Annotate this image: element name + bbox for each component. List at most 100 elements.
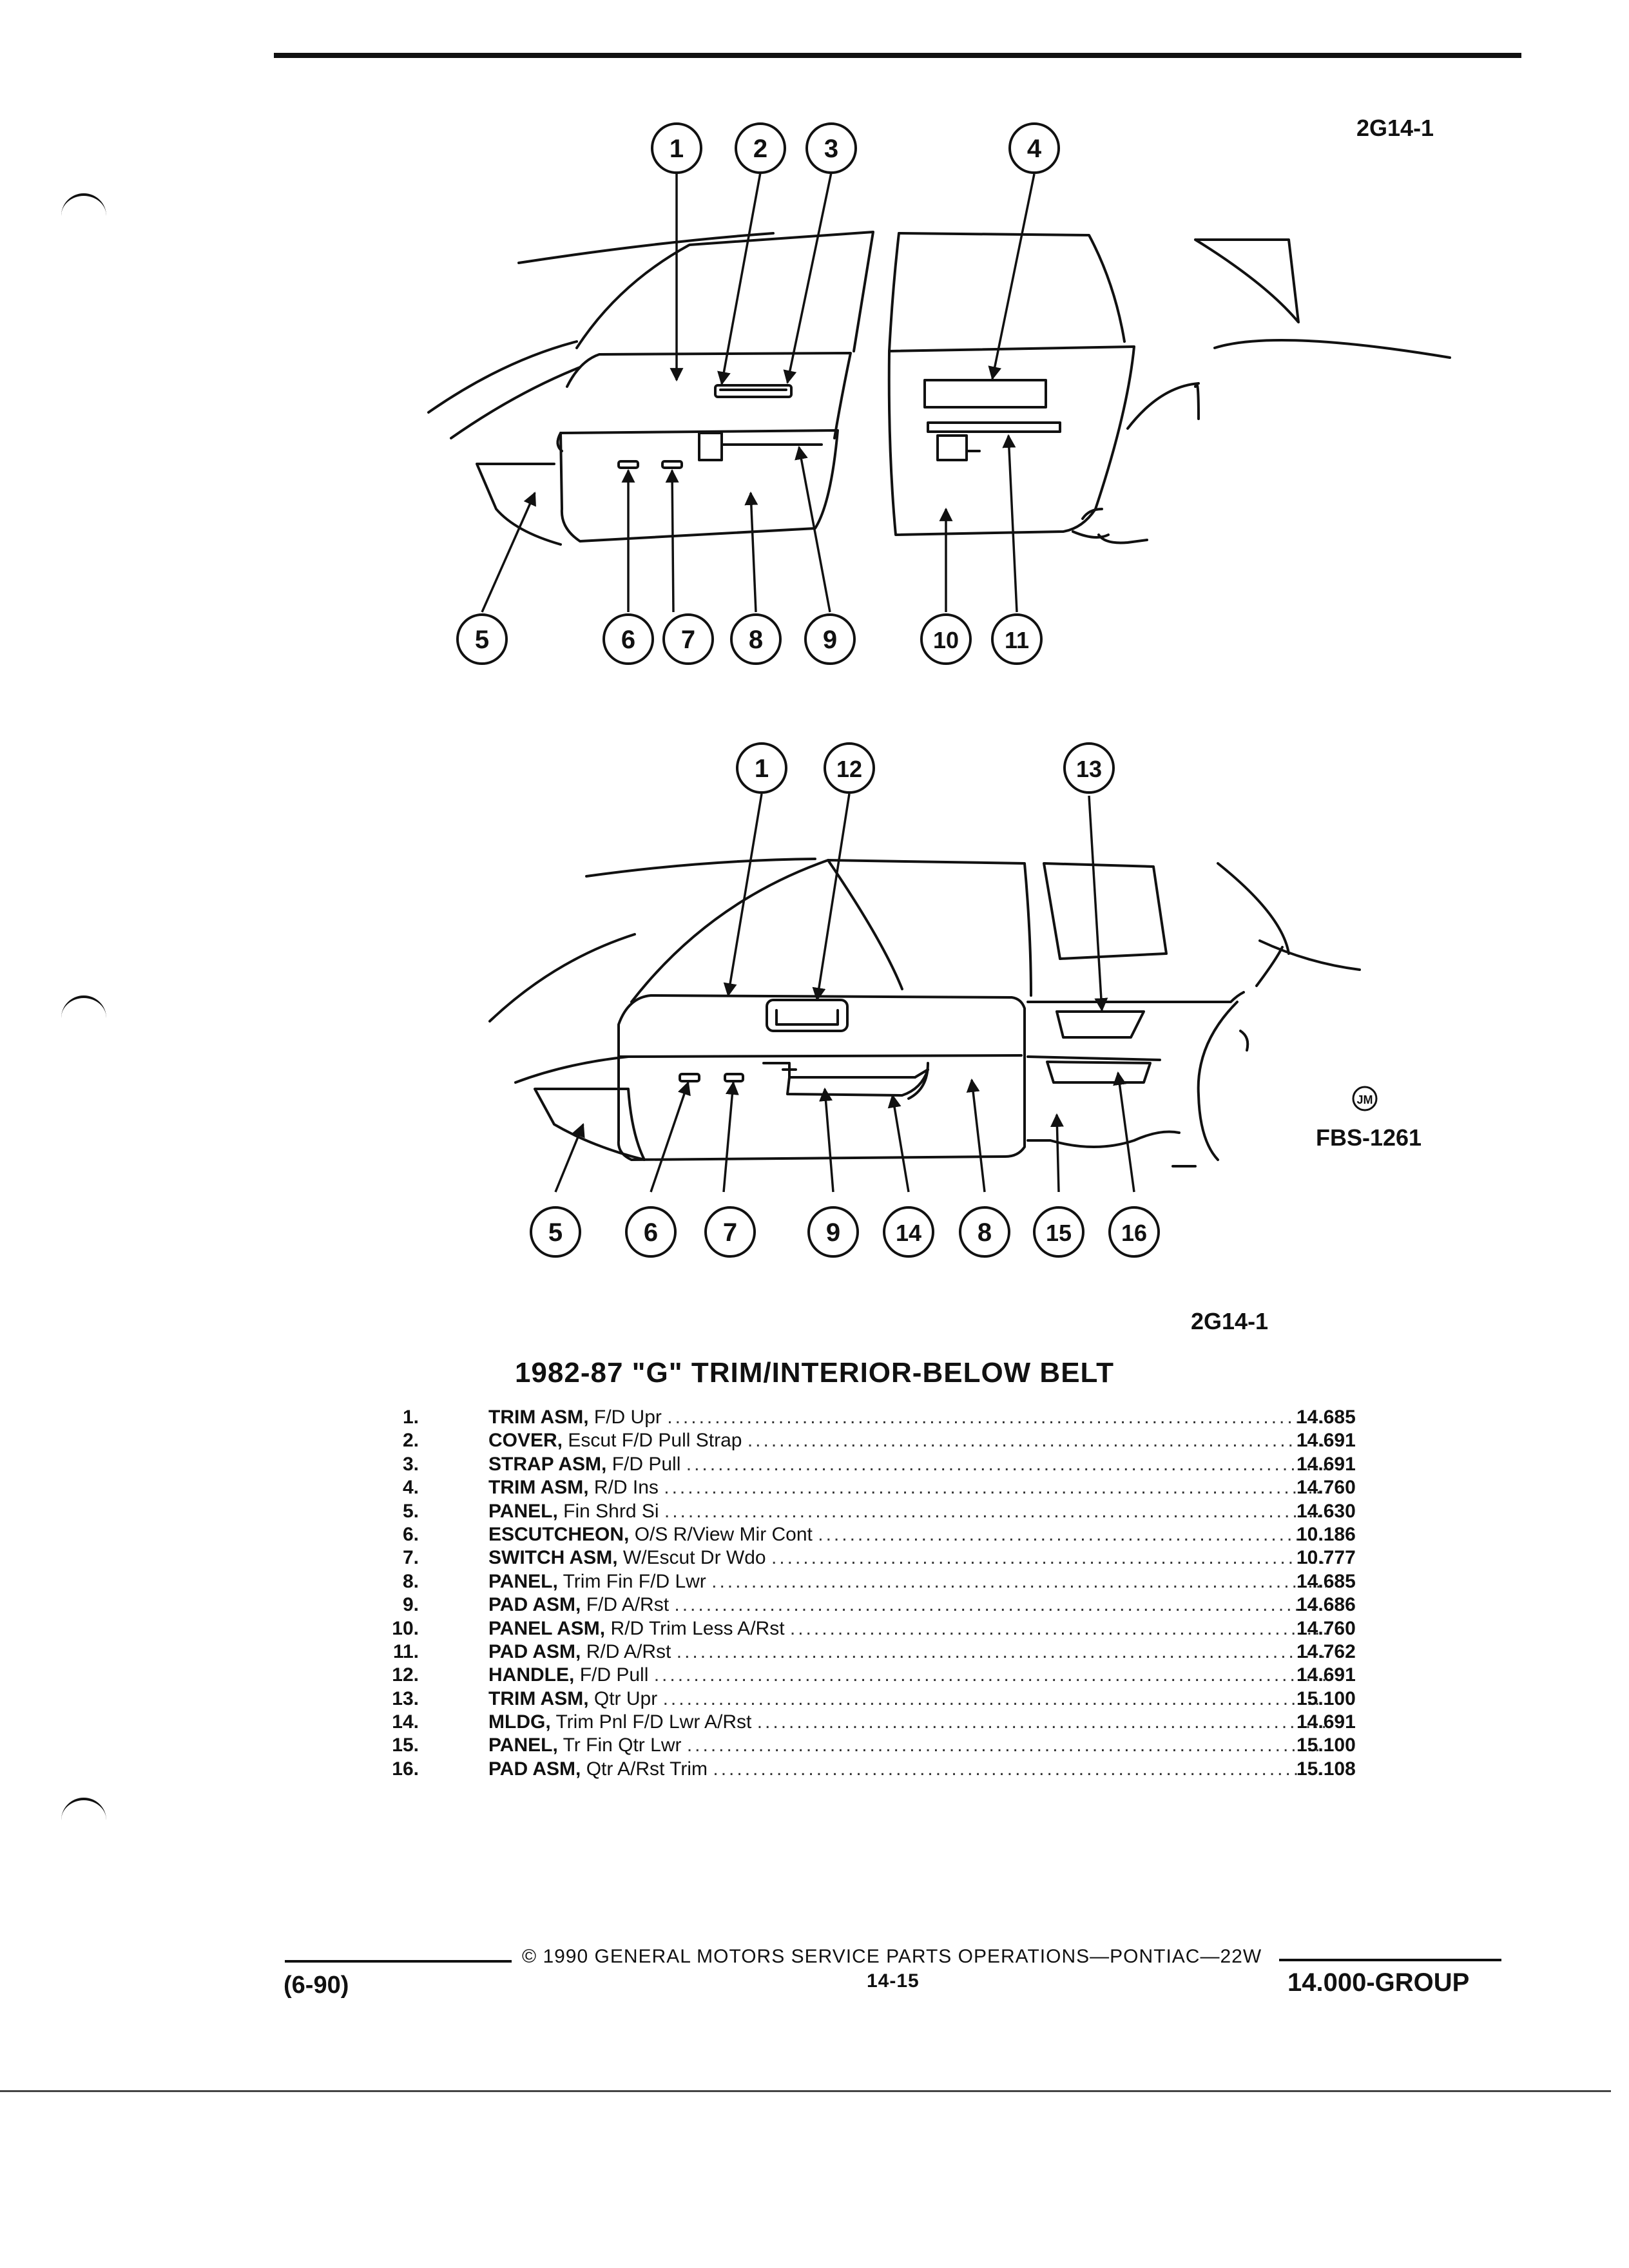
callout-10: [920, 613, 972, 665]
binder-hole-mark: [61, 995, 106, 1024]
part-name: PAD ASM,: [488, 1594, 581, 1616]
part-group-code: 10.777: [1296, 1547, 1356, 1569]
copyright-text: © 1990 GENERAL MOTORS SERVICE PARTS OPER…: [522, 1946, 1262, 1967]
callout-6: [602, 613, 654, 665]
callout-label: 9: [826, 1218, 840, 1247]
callout-label: 7: [723, 1218, 737, 1247]
part-detail: F/D Upr: [593, 1407, 662, 1428]
callout-label: 3: [824, 135, 838, 163]
part-description: PANEL ASM, R/D Trim Less A/Rst .........…: [488, 1617, 1326, 1640]
part-name: PAD ASM,: [488, 1758, 581, 1780]
part-name: TRIM ASM,: [488, 1477, 589, 1499]
part-number: 11.: [392, 1640, 419, 1662]
part-name: PANEL,: [488, 1570, 558, 1592]
callout-label: 5: [548, 1218, 563, 1247]
callout-label: 8: [749, 626, 763, 654]
part-name: PANEL,: [488, 1500, 558, 1522]
callout-8: [959, 1206, 1010, 1258]
leader-dots: ........................................…: [757, 1711, 1326, 1733]
leader-dots: ........................................…: [818, 1523, 1326, 1545]
binder-hole-mark: [61, 1798, 106, 1826]
part-description: TRIM ASM, F/D Upr ......................…: [488, 1406, 1326, 1429]
group-number: 14.000-GROUP: [1287, 1968, 1470, 1997]
callout-5: [456, 613, 508, 665]
bottom-car-body: [488, 858, 1361, 1168]
leader-dots: ........................................…: [664, 1477, 1326, 1499]
callout-9: [807, 1206, 859, 1258]
top-rule: [274, 53, 1521, 58]
part-name: STRAP ASM,: [488, 1453, 607, 1475]
callout-label: 9: [823, 626, 837, 654]
parts-list-row: 14.MLDG, Trim Pnl F/D Lwr A/Rst ........…: [387, 1711, 1392, 1734]
top-body-lines: [1126, 238, 1451, 430]
part-description: PAD ASM, F/D A/Rst .....................…: [488, 1593, 1326, 1617]
parts-list-row: 4.TRIM ASM, R/D Ins ....................…: [387, 1476, 1392, 1499]
part-number: 5.: [402, 1500, 419, 1522]
part-name: TRIM ASM,: [488, 1687, 589, 1709]
part-group-code: 14.685: [1296, 1570, 1356, 1592]
part-name: MLDG,: [488, 1711, 551, 1733]
parts-list-row: 6.ESCUTCHEON, O/S R/View Mir Cont ......…: [387, 1523, 1392, 1546]
callout-label: 16: [1121, 1220, 1147, 1246]
part-group-code: 15.100: [1296, 1687, 1356, 1709]
part-description: PAD ASM, R/D A/Rst .....................…: [488, 1640, 1326, 1664]
part-detail: O/S R/View Mir Cont: [634, 1523, 813, 1545]
part-number: 16.: [392, 1758, 419, 1780]
part-number: 1.: [402, 1407, 419, 1428]
binder-hole-mark: [61, 193, 106, 222]
callout-label: 1: [670, 135, 684, 163]
part-name: PANEL,: [488, 1735, 558, 1756]
leader-dots: ........................................…: [713, 1758, 1326, 1780]
callout-label: 5: [475, 626, 489, 654]
leader-dots: ........................................…: [771, 1547, 1326, 1569]
top-rear-door: [887, 232, 1148, 544]
parts-list-row: 5. PANEL, Fin Shrd Si ...................…: [387, 1500, 1392, 1523]
callout-4: [1008, 122, 1060, 174]
part-description: PANEL, Trim Fin F/D Lwr ................…: [488, 1570, 1326, 1593]
part-detail: F/D Pull: [579, 1664, 649, 1686]
part-description: TRIM ASM, R/D Ins ......................…: [488, 1476, 1326, 1499]
part-description: PANEL, Tr Fin Qtr Lwr ..................…: [488, 1734, 1326, 1757]
parts-list-row: 2.COVER, Escut F/D Pull Strap ..........…: [387, 1429, 1392, 1452]
callout-9: [804, 613, 856, 665]
part-name: ESCUTCHEON,: [488, 1523, 630, 1545]
part-number: 9.: [402, 1594, 419, 1616]
part-group-code: 14.762: [1296, 1640, 1356, 1662]
part-detail: Trim Fin F/D Lwr: [563, 1570, 706, 1592]
part-number: 7.: [402, 1547, 419, 1569]
leader-dots: ........................................…: [711, 1570, 1326, 1592]
parts-list-row: 15. PANEL, Tr Fin Qtr Lwr ...............…: [387, 1734, 1392, 1757]
top-callouts: [456, 122, 1060, 665]
leader-arrows: [481, 172, 1135, 1193]
page-number: 14-15: [867, 1970, 920, 1992]
part-number: 14.: [392, 1711, 419, 1733]
leader-dots: ........................................…: [789, 1617, 1326, 1639]
part-number: 15.: [392, 1735, 419, 1756]
callout-label: 10: [933, 627, 959, 653]
callout-13: [1063, 742, 1115, 794]
leader-dots: ........................................…: [676, 1640, 1326, 1662]
part-name: HANDLE,: [488, 1664, 575, 1686]
part-group-code: 14.691: [1296, 1711, 1356, 1733]
callout-label: 2: [753, 135, 767, 163]
parts-list-row: 7.SWITCH ASM, W/Escut Dr Wdo ...........…: [387, 1546, 1392, 1570]
part-group-code: 14.686: [1296, 1594, 1356, 1616]
callout-16: [1108, 1206, 1160, 1258]
part-description: PANEL, Fin Shrd Si .....................…: [488, 1500, 1326, 1523]
part-detail: F/D A/Rst: [586, 1594, 670, 1616]
part-group-code: 14.691: [1296, 1453, 1356, 1475]
callout-label: 13: [1076, 756, 1102, 782]
leader-dots: ........................................…: [664, 1500, 1326, 1522]
part-detail: F/D Pull: [612, 1453, 681, 1475]
parts-list-row: 1. TRIM ASM, F/D Upr ....................…: [387, 1406, 1392, 1429]
part-description: HANDLE, F/D Pull .......................…: [488, 1664, 1326, 1687]
figure-code-top: 2G14-1: [1356, 115, 1434, 141]
callout-2: [735, 122, 786, 174]
callout-label: 14: [896, 1220, 921, 1246]
parts-list-row: 8.PANEL, Trim Fin F/D Lwr ..............…: [387, 1570, 1392, 1593]
part-group-code: 15.108: [1296, 1758, 1356, 1780]
part-group-code: 14.760: [1296, 1477, 1356, 1499]
callout-6: [625, 1206, 677, 1258]
callout-11: [991, 613, 1043, 665]
part-description: COVER, Escut F/D Pull Strap ............…: [488, 1429, 1326, 1452]
